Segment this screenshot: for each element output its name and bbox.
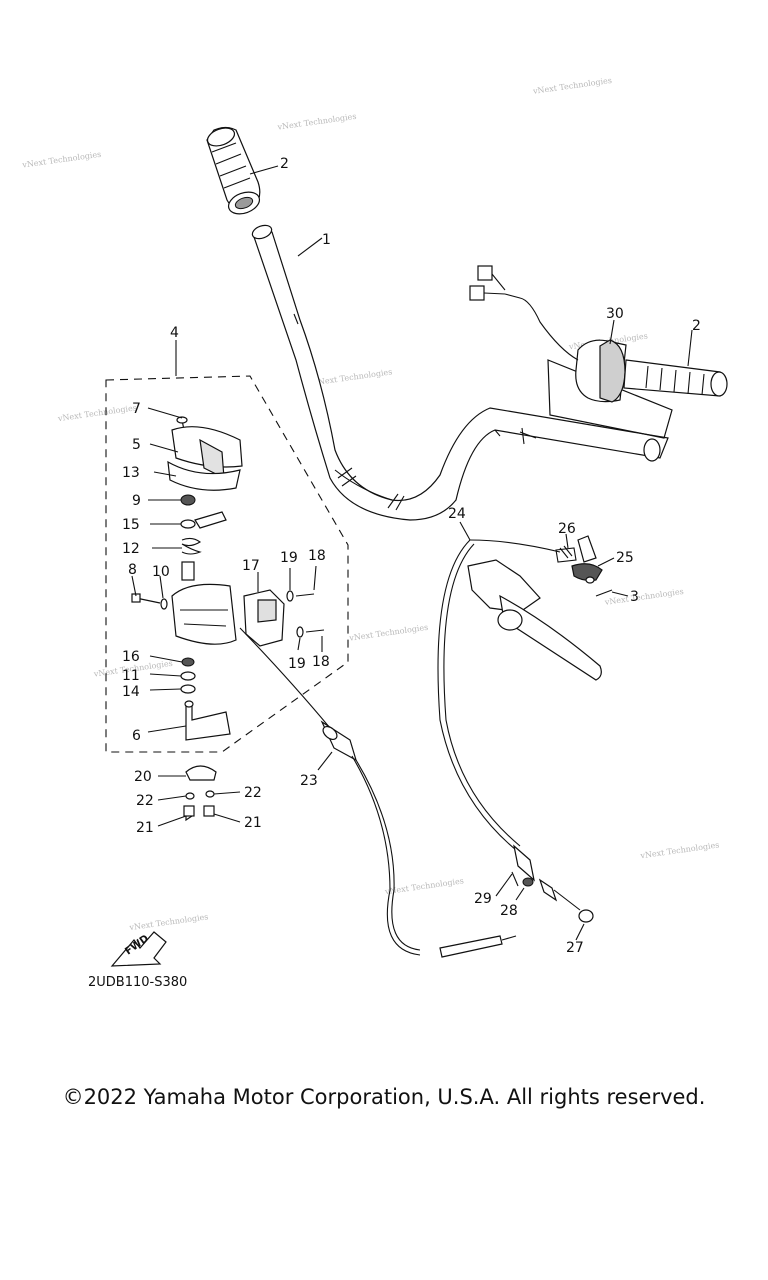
right-grip-assembly	[469, 265, 728, 439]
watermark-text: vNext Technologies	[603, 587, 684, 607]
callout-label: 9	[132, 493, 141, 509]
assembly-boundary	[105, 375, 349, 753]
callout-label: 18	[312, 654, 330, 670]
watermark-text: vNext Technologies	[276, 112, 357, 132]
watermark-text: vNext Technologies	[21, 150, 102, 170]
callout-label: 20	[134, 769, 152, 785]
watermark-text: vNext Technologies	[348, 623, 429, 643]
callout-label: 27	[566, 940, 584, 956]
handlebar	[251, 224, 669, 521]
watermark-text: vNext Technologies	[639, 840, 720, 860]
callout-label: 18	[308, 548, 326, 564]
callout-label: 2	[280, 156, 289, 172]
adjuster-parts	[511, 871, 594, 923]
fwd-arrow-icon: FWD	[110, 931, 167, 967]
callout-label: 29	[474, 891, 492, 907]
callout-label: 19	[280, 550, 298, 566]
callout-label: 28	[500, 903, 518, 919]
watermark-text: vNext Technologies	[312, 367, 393, 387]
callout-label: 25	[616, 550, 634, 566]
callout-label: 22	[244, 785, 262, 801]
drawing-code: 2UDB110-S380	[88, 975, 187, 990]
watermark-text: vNext Technologies	[128, 912, 209, 932]
callout-label: 10	[152, 564, 170, 580]
callout-label: 7	[132, 401, 141, 417]
callout-label: 11	[122, 668, 140, 684]
callout-label: 4	[170, 325, 179, 341]
callout-label: 21	[244, 815, 262, 831]
callout-label: 8	[128, 562, 137, 578]
callout-label: 13	[122, 465, 140, 481]
callout-label: 24	[448, 506, 466, 522]
callout-label: 16	[122, 649, 140, 665]
callout-label: 26	[558, 521, 576, 537]
callout-label: 6	[132, 728, 141, 744]
callout-label: 21	[136, 820, 154, 836]
callout-label: 3	[630, 589, 639, 605]
callout-label: 19	[288, 656, 306, 672]
throttle-cable	[239, 627, 517, 958]
callout-label: 14	[122, 684, 140, 700]
left-grip	[206, 126, 261, 215]
callout-label: 2	[692, 318, 701, 334]
callout-label: 1	[322, 232, 331, 248]
watermark-text: vNext Technologies	[383, 876, 464, 896]
brake-lever-assembly	[467, 535, 613, 681]
callout-label: 30	[606, 306, 624, 322]
clamp-parts	[183, 765, 217, 822]
watermark-text: vNext Technologies	[531, 76, 612, 96]
callout-label: 22	[136, 793, 154, 809]
leader-lines	[131, 165, 693, 941]
callout-label: 23	[300, 773, 318, 789]
callout-labels: 1 2 2 3 4 5 6 7 8 9 10 11 12 13 14 15 16…	[122, 156, 701, 956]
callout-label: 12	[122, 541, 140, 557]
brake-cable	[437, 539, 561, 882]
copyright-notice: ©2022 Yamaha Motor Corporation, U.S.A. A…	[62, 1085, 706, 1109]
callout-label: 5	[132, 437, 141, 453]
callout-label: 15	[122, 517, 140, 533]
callout-label: 17	[242, 558, 260, 574]
watermark-text: vNext Technologies	[56, 403, 137, 423]
